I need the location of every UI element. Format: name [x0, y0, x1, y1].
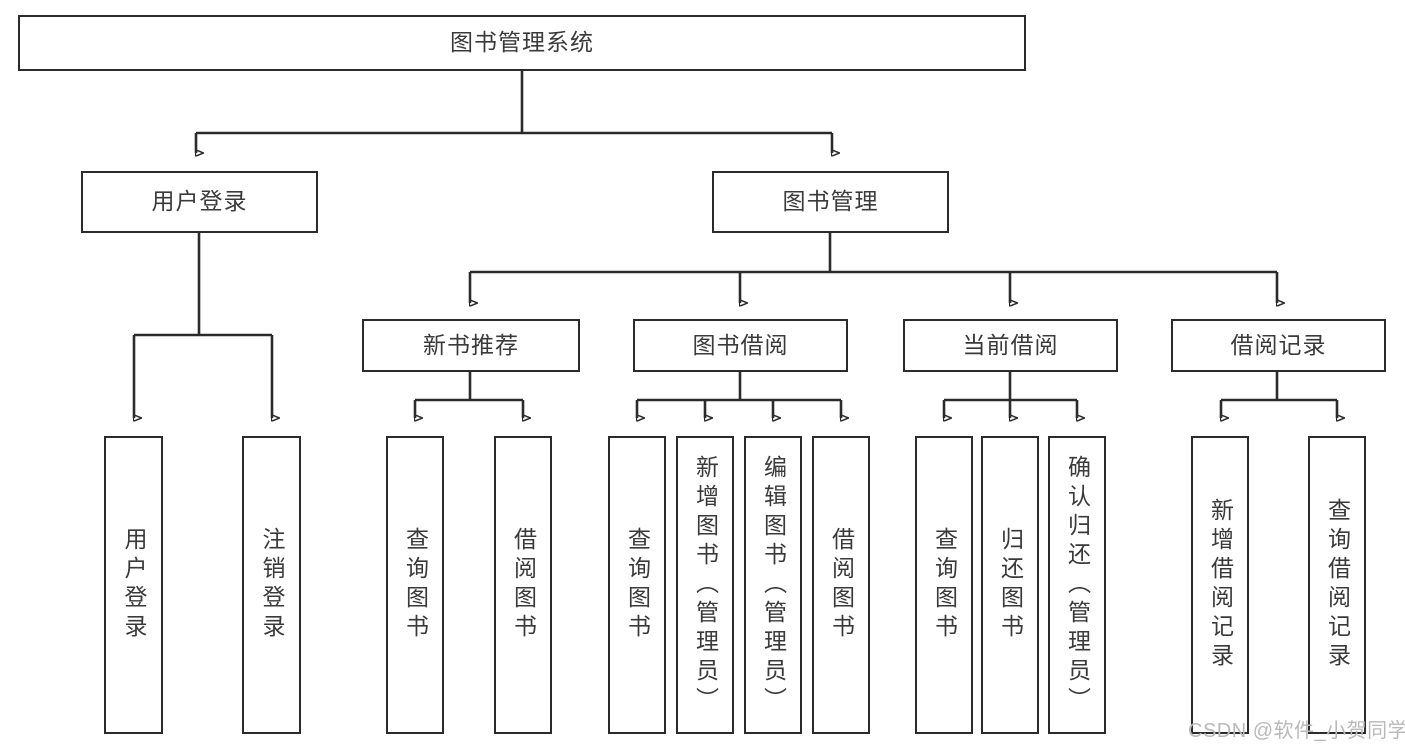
node-leaf-user-login[interactable]: 用户登录: [104, 436, 163, 734]
node-leaf-edit-book-label: 编辑图书（管理员）: [760, 454, 787, 716]
node-user-login[interactable]: 用户登录: [81, 171, 318, 233]
node-leaf-confirm-return-label: 确认归还（管理员）: [1064, 454, 1091, 716]
node-leaf-query-book-3-label: 查询图书: [931, 527, 958, 643]
watermark-text: CSDN @软件_小贺同学: [1188, 720, 1405, 742]
node-book-borrow[interactable]: 图书借阅: [633, 319, 848, 372]
node-leaf-query-book-2-label: 查询图书: [624, 527, 651, 643]
node-borrow-record-label: 借阅记录: [1230, 331, 1327, 358]
node-leaf-query-record[interactable]: 查询借阅记录: [1308, 436, 1366, 734]
node-leaf-borrow-book-1-label: 借阅图书: [510, 527, 537, 643]
node-leaf-logout[interactable]: 注销登录: [242, 436, 301, 734]
node-leaf-return-book[interactable]: 归还图书: [981, 436, 1039, 734]
node-leaf-borrow-book-2-label: 借阅图书: [828, 527, 855, 643]
node-leaf-add-record[interactable]: 新增借阅记录: [1191, 436, 1249, 734]
node-leaf-query-book-1-label: 查询图书: [402, 527, 429, 643]
node-leaf-edit-book[interactable]: 编辑图书（管理员）: [744, 436, 802, 734]
node-current-borrow[interactable]: 当前借阅: [903, 319, 1118, 372]
node-new-book-recommend-label: 新书推荐: [423, 331, 519, 358]
node-leaf-query-record-label: 查询借阅记录: [1324, 498, 1351, 672]
node-new-book-recommend[interactable]: 新书推荐: [362, 319, 580, 372]
node-book-borrow-label: 图书借阅: [692, 331, 789, 358]
node-leaf-return-book-label: 归还图书: [997, 527, 1024, 643]
node-leaf-query-book-1[interactable]: 查询图书: [386, 436, 444, 734]
node-borrow-record[interactable]: 借阅记录: [1171, 319, 1386, 372]
node-root-label: 图书管理系统: [450, 29, 594, 56]
node-leaf-logout-label: 注销登录: [259, 527, 285, 643]
node-current-borrow-label: 当前借阅: [962, 331, 1059, 358]
node-book-manage[interactable]: 图书管理: [712, 171, 949, 233]
node-leaf-borrow-book-2[interactable]: 借阅图书: [812, 436, 870, 734]
node-book-manage-label: 图书管理: [782, 188, 879, 215]
node-leaf-confirm-return[interactable]: 确认归还（管理员）: [1048, 436, 1106, 734]
node-leaf-query-book-3[interactable]: 查询图书: [915, 436, 973, 734]
node-leaf-add-book-label: 新增图书（管理员）: [692, 454, 719, 716]
node-root[interactable]: 图书管理系统: [18, 15, 1026, 71]
node-user-login-label: 用户登录: [151, 188, 248, 215]
node-leaf-add-book[interactable]: 新增图书（管理员）: [676, 436, 734, 734]
node-leaf-add-record-label: 新增借阅记录: [1207, 498, 1234, 672]
node-leaf-query-book-2[interactable]: 查询图书: [608, 436, 666, 734]
node-leaf-borrow-book-1[interactable]: 借阅图书: [494, 436, 552, 734]
node-leaf-user-login-label: 用户登录: [121, 527, 147, 643]
